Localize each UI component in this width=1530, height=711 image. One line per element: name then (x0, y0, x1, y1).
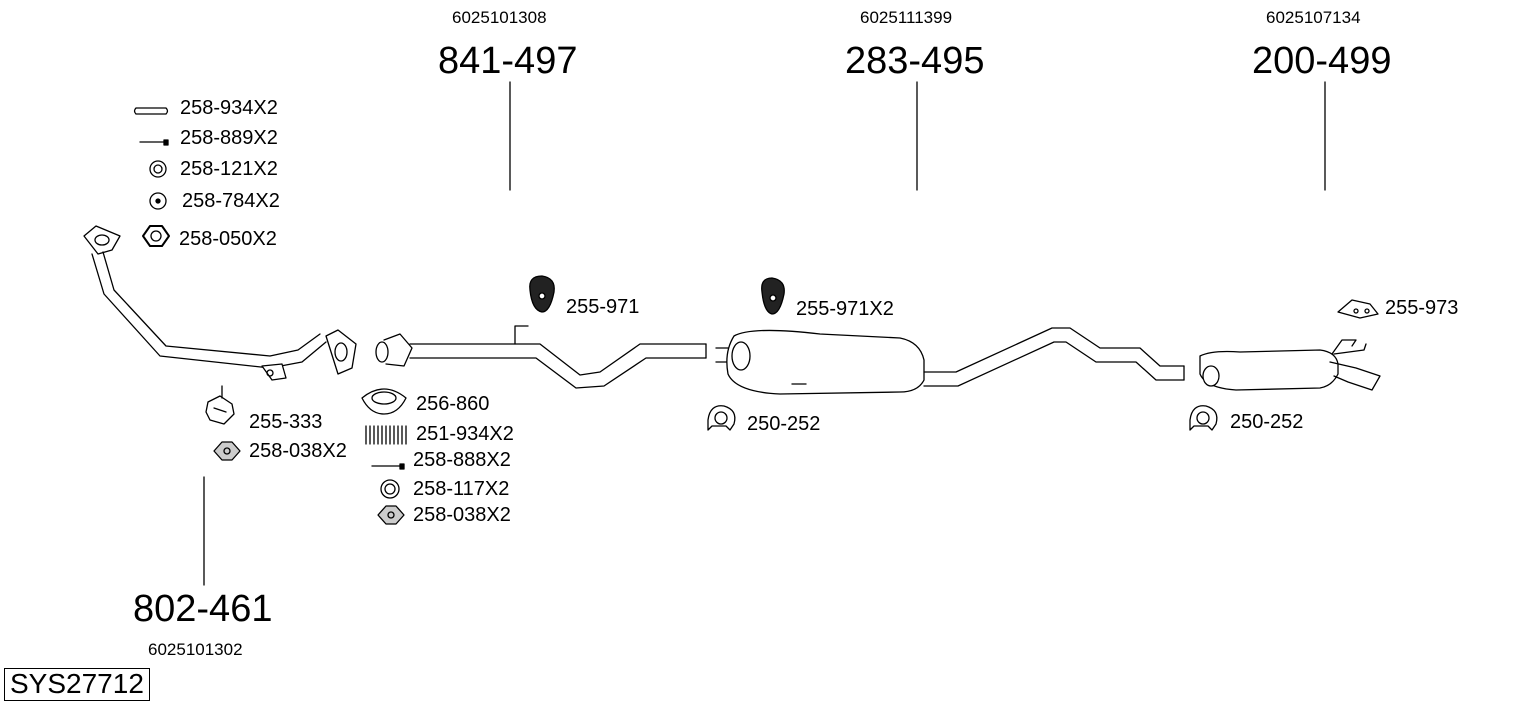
mount-front-icon (205, 385, 235, 425)
part-number-841-497[interactable]: 841-497 (438, 40, 578, 82)
part-number-802-461[interactable]: 802-461 (133, 588, 273, 630)
code-283-495: 6025111399 (860, 8, 953, 27)
bolt-long-icon (139, 139, 169, 146)
center-silencer-drawing (715, 327, 1185, 395)
gasket-icon (361, 388, 407, 415)
intermediate-pipe-drawing (375, 325, 707, 389)
label-hanger-1[interactable]: 255-971 (566, 296, 640, 318)
part-number-283-495[interactable]: 283-495 (845, 40, 985, 82)
hex-nut-icon (142, 225, 170, 247)
system-id-box: SYS27712 (4, 668, 150, 701)
label-washer[interactable]: 258-121X2 (180, 158, 278, 180)
spring-washer-icon (149, 192, 167, 210)
washer-icon (149, 160, 167, 178)
label-clamp-2[interactable]: 250-252 (1230, 411, 1304, 433)
label-gasket[interactable]: 256-860 (416, 393, 490, 415)
clamp-2-icon (1189, 405, 1218, 431)
label-nut-mid[interactable]: 258-038X2 (413, 504, 511, 526)
label-bolt-mid[interactable]: 258-888X2 (413, 449, 511, 471)
label-washer-mid[interactable]: 258-117X2 (413, 478, 510, 500)
label-clamp-1[interactable]: 250-252 (747, 413, 821, 435)
label-hanger-rear[interactable]: 255-973 (1385, 297, 1459, 319)
rear-silencer-drawing (1199, 339, 1381, 391)
sleeve-icon (133, 107, 169, 115)
nut-front-icon (213, 441, 241, 461)
hanger-2-icon (761, 277, 785, 315)
hanger-1-icon (529, 275, 555, 313)
label-hanger-2[interactable]: 255-971X2 (796, 298, 894, 320)
label-hex-nut[interactable]: 258-050X2 (179, 228, 277, 250)
label-sleeve[interactable]: 258-934X2 (180, 97, 278, 119)
label-spring-washer[interactable]: 258-784X2 (182, 190, 280, 212)
spring-icon (365, 425, 407, 445)
code-802-461: 6025101302 (148, 640, 243, 659)
label-spring[interactable]: 251-934X2 (416, 423, 514, 445)
label-mount-front[interactable]: 255-333 (249, 411, 323, 433)
code-200-499: 6025107134 (1266, 8, 1361, 27)
hanger-rear-icon (1337, 299, 1379, 319)
code-841-497: 6025101308 (452, 8, 547, 27)
front-pipe-drawing (83, 225, 357, 381)
bolt-mid-icon (371, 463, 405, 470)
label-nut-front[interactable]: 258-038X2 (249, 440, 347, 462)
nut-mid-icon (377, 505, 405, 525)
washer-mid-icon (380, 479, 400, 499)
label-bolt-long[interactable]: 258-889X2 (180, 127, 278, 149)
part-number-200-499[interactable]: 200-499 (1252, 40, 1392, 82)
clamp-1-icon (707, 405, 736, 431)
